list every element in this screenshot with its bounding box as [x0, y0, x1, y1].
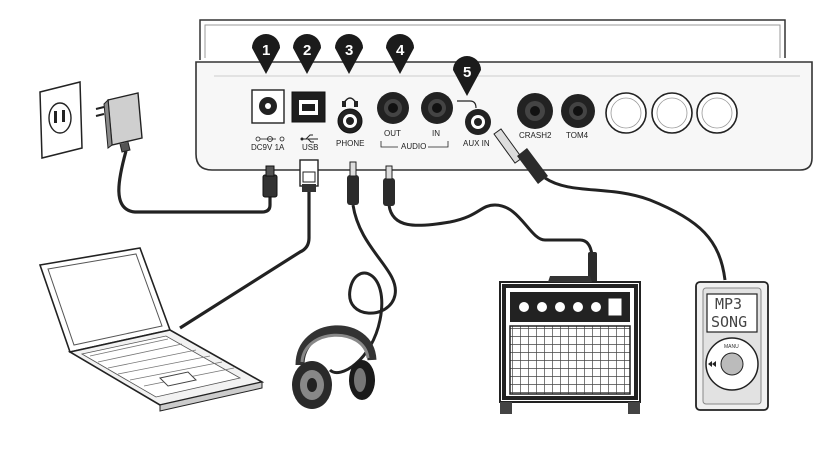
headphones-icon: [292, 325, 377, 409]
drum-module-rear-panel: [195, 19, 813, 171]
headphone-plug: [347, 161, 359, 205]
tom4-label: TOM4: [566, 131, 589, 140]
dc-plug: [262, 165, 278, 198]
callout-badge: 5: [453, 56, 481, 96]
power-cable: [117, 150, 272, 214]
power-outlet-icon: [39, 81, 83, 159]
audio-in-jack[interactable]: [421, 92, 453, 124]
usb-port[interactable]: [291, 91, 326, 123]
audio-out-jack[interactable]: [377, 92, 409, 124]
callout-badge: 4: [386, 34, 414, 74]
amp-knobs: [517, 300, 603, 314]
usb-label: USB: [302, 143, 318, 152]
callout-badge: 1: [252, 34, 280, 74]
callout-badge: 3: [335, 34, 363, 74]
tom4-jack[interactable]: [561, 94, 595, 128]
callout-number: 4: [396, 42, 405, 59]
audio-out-label: OUT: [384, 129, 401, 138]
amp-cable: [387, 203, 594, 256]
audio-bracket: [380, 141, 449, 148]
callout-number: 2: [303, 42, 311, 59]
aux-cable: [544, 176, 727, 281]
aux-plug: [493, 128, 548, 184]
power-adapter-icon: [95, 92, 143, 153]
headphone-symbol-icon: [342, 97, 358, 107]
callout-number: 3: [345, 42, 353, 59]
callout-badge: 2: [293, 34, 321, 74]
callout-number: 5: [463, 64, 471, 81]
aux-in-jack[interactable]: [465, 109, 491, 135]
audio-group-label: AUDIO: [401, 142, 426, 151]
callout-number: 1: [262, 42, 270, 59]
dc-polarity-icon: [255, 136, 285, 142]
dc-power-jack[interactable]: [251, 89, 285, 124]
amplifier-icon: [499, 276, 641, 414]
out-plug: [383, 165, 395, 206]
laptop-icon: [38, 247, 265, 412]
mp3-wheel-label: MANU: [724, 344, 739, 350]
crash2-label: CRASH2: [519, 131, 552, 140]
dc-label: DC9V 1A: [251, 143, 285, 152]
mp3-player-icon: MP3 SONG MANU: [695, 281, 769, 411]
empty-socket: [605, 92, 647, 134]
mp3-screen-line2: SONG: [711, 313, 747, 331]
audio-in-label: IN: [432, 129, 440, 138]
phone-jack[interactable]: [337, 108, 363, 134]
empty-socket: [651, 92, 693, 134]
rewind-icon: [708, 361, 716, 367]
crash2-jack[interactable]: [517, 93, 553, 129]
phone-label: PHONE: [336, 139, 364, 148]
usb-cable: [179, 190, 311, 330]
mp3-screen-line1: MP3: [715, 295, 742, 313]
empty-socket: [696, 92, 738, 134]
usb-plug: [299, 159, 319, 192]
usb-symbol-icon: [300, 134, 318, 143]
aux-in-label: AUX IN: [463, 139, 490, 148]
